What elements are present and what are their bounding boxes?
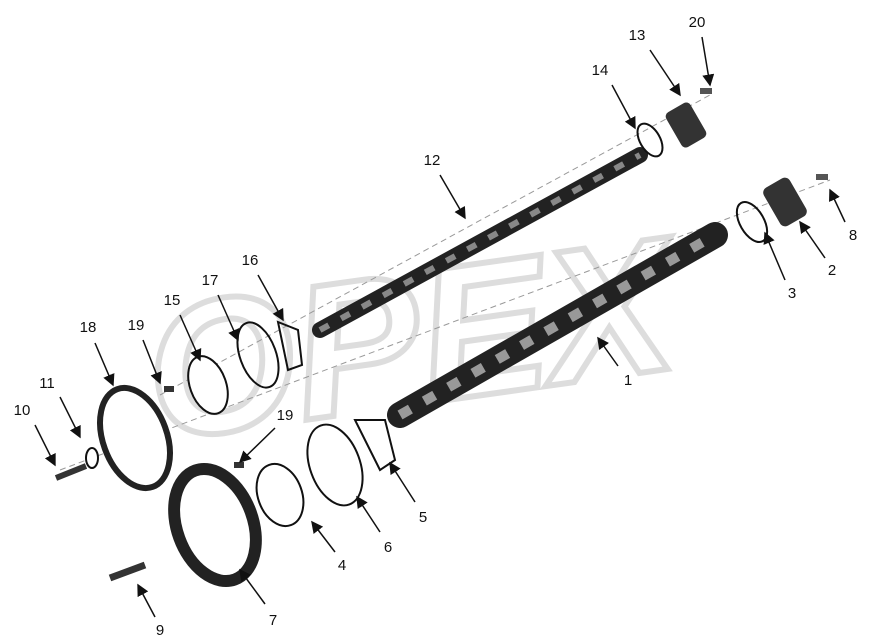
callout-camshaft-lower: 1: [597, 336, 632, 389]
callout-screw-lower: 19: [238, 407, 294, 464]
callout-arrow: [179, 314, 202, 362]
callout-thrust-plate-top: 13: [629, 27, 681, 97]
o-ring-upper: [236, 321, 280, 389]
callout-number: 5: [419, 509, 427, 526]
callout-gasket-lower: 5: [389, 461, 427, 526]
callout-number: 12: [424, 152, 441, 169]
callout-arrow: [389, 461, 416, 503]
callout-number: 19: [277, 407, 294, 424]
callout-bolt-right: 8: [829, 188, 857, 244]
callout-arrow: [217, 294, 240, 342]
bolt-left: [54, 463, 88, 481]
callout-washer: 11: [39, 375, 81, 439]
camshaft-upper: [312, 147, 648, 338]
callout-gasket-upper: 16: [242, 252, 284, 322]
callout-number: 13: [629, 27, 646, 44]
axis-line-upper: [159, 94, 711, 396]
hub-lower: [255, 463, 305, 527]
callout-arrow: [829, 188, 846, 223]
watermark: OPEX: [130, 194, 699, 485]
thrust-plate-top: [665, 102, 707, 148]
callout-arrow: [34, 424, 56, 467]
callout-bolt-lower: 9: [137, 583, 164, 639]
camshaft-lower: [387, 222, 728, 428]
callout-thrust-plate-right: 2: [799, 220, 836, 279]
callout-o-ring-right: 3: [763, 231, 796, 302]
callout-arrow: [763, 231, 786, 281]
o-ring-right: [735, 201, 769, 243]
callout-number: 9: [156, 622, 164, 639]
callout-number: 14: [592, 62, 609, 79]
callout-bolt-top: 20: [689, 14, 715, 87]
callout-arrow: [142, 339, 162, 385]
callout-arrow: [701, 36, 715, 87]
gear-lower: [168, 462, 262, 588]
callout-arrow: [238, 427, 276, 464]
callout-number: 3: [788, 285, 796, 302]
bolt-top: [700, 88, 712, 94]
callout-number: 8: [849, 227, 857, 244]
o-ring-top: [636, 122, 664, 158]
svg-text:OPEX: OPEX: [133, 197, 696, 482]
callout-arrow: [649, 49, 681, 97]
callout-hub-upper: 15: [164, 292, 202, 362]
thrust-plate-right: [763, 177, 807, 227]
callout-arrow: [356, 495, 381, 533]
callout-number: 11: [39, 375, 55, 392]
callout-arrow: [439, 174, 466, 220]
callout-arrow: [239, 568, 266, 605]
callout-number: 6: [384, 539, 392, 556]
bolt-lower: [108, 561, 147, 582]
callout-arrow: [799, 220, 826, 259]
callout-number: 20: [689, 14, 706, 31]
callout-bolt-left: 10: [14, 402, 56, 467]
screw-lower: [234, 462, 244, 468]
callout-arrow: [311, 520, 336, 553]
callout-number: 4: [338, 557, 346, 574]
callout-arrow: [597, 336, 619, 367]
screw-upper: [164, 386, 174, 392]
callout-number: 7: [269, 612, 277, 629]
callout-number: 16: [242, 252, 259, 269]
callout-arrow: [94, 342, 115, 387]
callout-number: 18: [80, 319, 97, 336]
callout-number: 1: [624, 372, 632, 389]
gasket-upper: [276, 320, 304, 372]
gear-upper: [97, 384, 173, 492]
callout-number: 19: [128, 317, 145, 334]
washer: [85, 447, 99, 469]
callout-arrow: [59, 396, 81, 439]
callout-arrow: [611, 84, 636, 130]
callout-arrow: [257, 274, 284, 322]
callout-arrow: [137, 583, 156, 618]
callout-o-ring-top: 14: [592, 62, 636, 130]
callout-number: 10: [14, 402, 31, 419]
callout-screw-upper: 19: [128, 317, 162, 385]
bolt-right: [816, 174, 828, 180]
callout-o-ring-lower: 6: [356, 495, 392, 556]
callout-number: 15: [164, 292, 181, 309]
callout-number: 17: [202, 272, 219, 289]
callout-number: 2: [828, 262, 836, 279]
callout-camshaft-upper: 12: [424, 152, 466, 220]
callout-o-ring-upper: 17: [202, 272, 240, 342]
gasket-lower: [353, 419, 397, 472]
callout-gear-lower: 7: [239, 568, 277, 629]
o-ring-lower: [306, 423, 364, 507]
callout-hub-lower: 4: [311, 520, 346, 574]
callout-gear-upper: 18: [80, 319, 115, 387]
